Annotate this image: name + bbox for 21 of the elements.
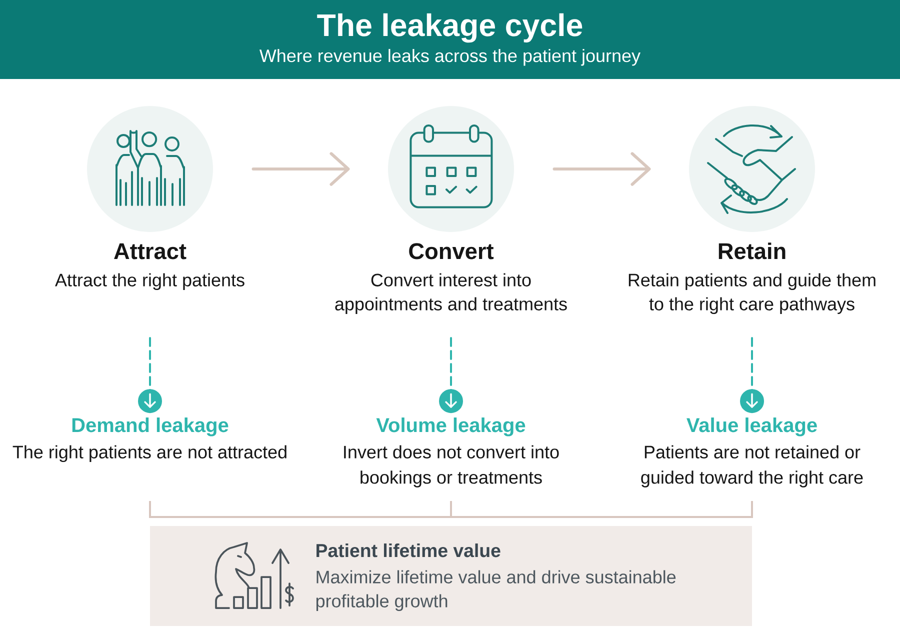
stage-text: Convert interest into appointments and treatments [335, 273, 567, 314]
leakage-heading: Volume leakage [376, 418, 526, 436]
panel-heading: Patient lifetime value [316, 543, 500, 558]
arrow [252, 152, 350, 186]
dashed-arrow [138, 337, 162, 414]
dashed-arrow [439, 337, 463, 414]
leakage-heading: Demand leakage [72, 418, 228, 436]
dashed-arrow [740, 337, 764, 414]
leakage-text: Invert does not convert into bookings or treatments [344, 445, 559, 488]
stage-text: Attract the right patients [55, 273, 244, 290]
title: The leakage cycle [317, 13, 582, 43]
stage-heading: Retain [718, 242, 786, 260]
stage-heading: Attract [114, 243, 186, 260]
leakage-text: Patients are not retained or guided toward the right care [641, 445, 863, 488]
stage-text: Retain patients and guide them to the right care pathways [628, 273, 876, 314]
stage-heading: Convert [409, 243, 494, 260]
panel-text: Maximize lifetime value and drive sustainable profitable growth [316, 570, 676, 612]
subtitle: Where revenue leaks across the patient journey [259, 48, 640, 66]
leakage-heading: Value leakage [686, 418, 817, 436]
arrow [552, 152, 651, 186]
leakage-text: The right patients are not attracted [12, 445, 286, 462]
